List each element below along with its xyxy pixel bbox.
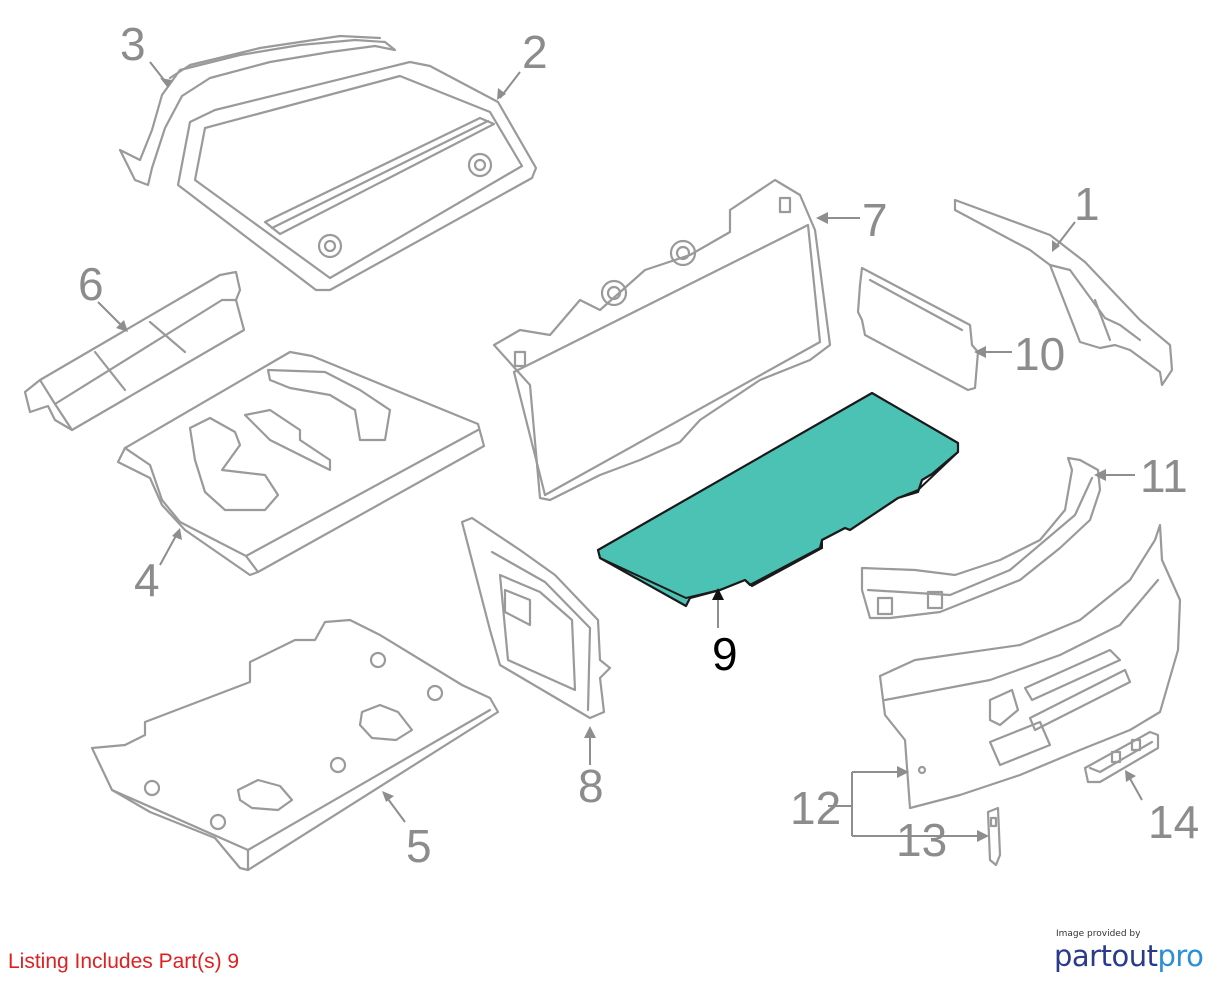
listing-includes-text: Listing Includes Part(s) 9: [8, 950, 240, 973]
logo-text-pro: pro: [1157, 939, 1204, 973]
callout-10: 10: [1014, 328, 1065, 380]
callout-7: 7: [862, 194, 888, 246]
callout-9: 9: [712, 628, 738, 680]
callout-1: 1: [1074, 178, 1100, 230]
logo-text-partout: partout: [1054, 939, 1158, 973]
part-12: [878, 523, 1182, 810]
image-credit-caption: Image provided by: [1056, 929, 1141, 939]
part-8: [460, 516, 612, 720]
part-14: [1083, 730, 1160, 784]
part-11: [860, 456, 1102, 620]
part-7: [492, 178, 832, 502]
partoutpro-logo: partoutpro: [1054, 939, 1204, 973]
part-2: [176, 60, 538, 292]
part-4: [116, 350, 486, 577]
callout-6: 6: [78, 258, 104, 310]
callout-4: 4: [134, 554, 160, 606]
part-10: [856, 266, 980, 392]
callout-5: 5: [406, 820, 432, 872]
callout-8: 8: [578, 760, 604, 812]
part-6: [23, 270, 246, 432]
callout-14: 14: [1148, 796, 1199, 848]
part-1: [953, 198, 1174, 387]
callout-13: 13: [896, 814, 947, 866]
callout-11: 11: [1140, 450, 1188, 502]
part-13: [986, 806, 1002, 867]
callout-3: 3: [120, 18, 146, 70]
callout-labels: 1 2 3 4 5 6 7 8 9 10 11 12 13 14: [78, 18, 1199, 872]
part-9-highlighted: [596, 391, 960, 608]
part-3: [118, 34, 397, 187]
callout-2: 2: [522, 26, 548, 78]
callout-12: 12: [790, 782, 841, 834]
leader-lines: [97, 61, 1143, 842]
part-5: [90, 618, 500, 872]
